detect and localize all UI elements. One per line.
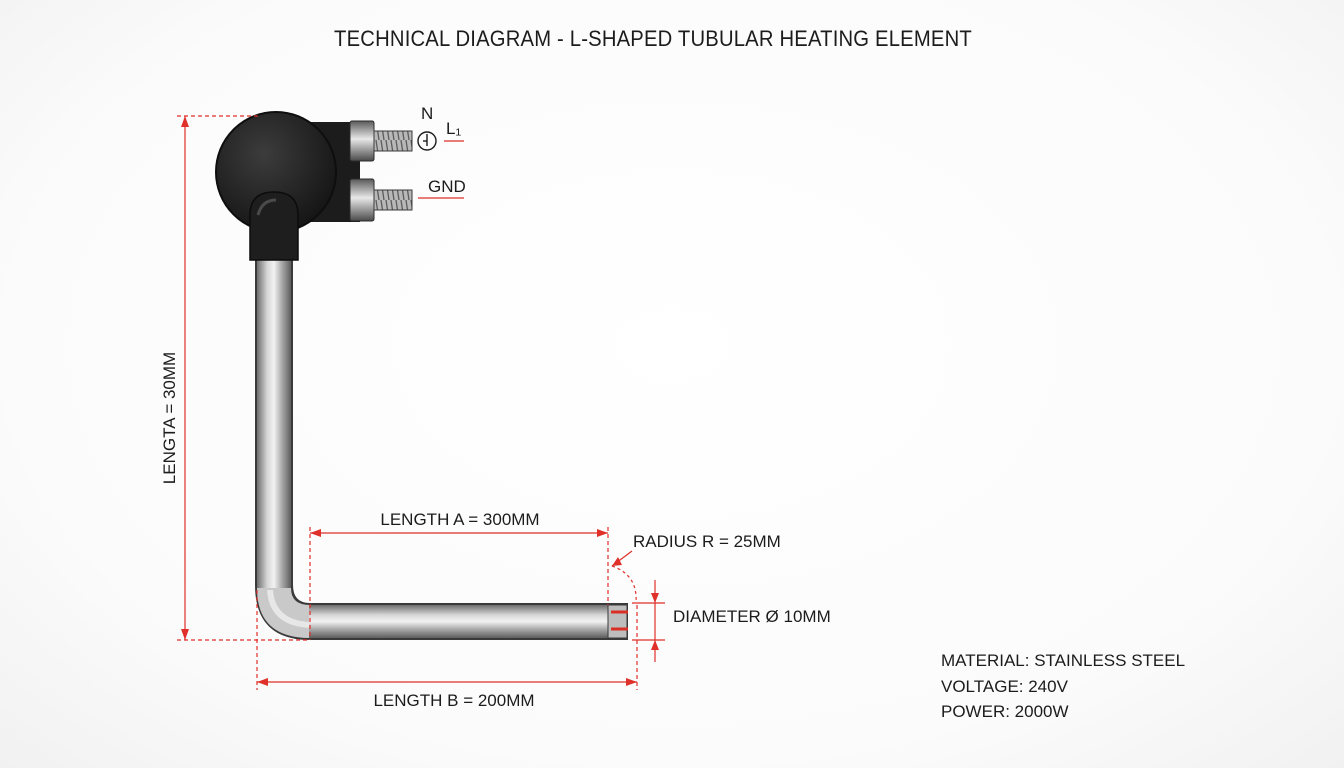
terminal-label-gnd: GND (428, 177, 466, 196)
terminal-housing (215, 111, 360, 261)
tube-outline (255, 250, 628, 640)
power-spec: POWER: 2000W (941, 702, 1069, 721)
tube-vertical-section (257, 250, 291, 590)
tubular-heating-element (255, 250, 628, 640)
length-b-label: LENGTH B = 200MM (373, 691, 534, 710)
terminal-stud-bottom (349, 178, 413, 222)
diagram-title: TECHNICAL DIAGRAM - L-SHAPED TUBULAR HEA… (334, 26, 972, 51)
terminal-label-l1: L₁ (446, 119, 461, 138)
voltage-spec: VOLTAGE: 240V (941, 676, 1068, 696)
tube-bend (257, 588, 310, 638)
radius-label: RADIUS R = 25MM (633, 532, 781, 551)
dimension-arrowheads (181, 116, 659, 686)
tube-horizontal-section (309, 605, 627, 638)
vertical-length-label: LENGTA = 30MM (160, 352, 179, 484)
material-spec: MATERIAL: STAINLESS STEEL (941, 651, 1186, 670)
tube-end-cap (607, 604, 628, 639)
terminal-stud-top (349, 120, 413, 162)
diameter-label: DIAMETER Ø 10MM (673, 607, 831, 626)
length-a-label: LENGTH A = 300MM (380, 510, 539, 529)
neutral-symbol-icon (417, 131, 437, 151)
dimension-lines (177, 115, 665, 690)
specifications-block: MATERIAL: STAINLESS STEEL VOLTAGE: 240V … (941, 648, 1185, 725)
terminal-label-n: N (421, 104, 433, 123)
